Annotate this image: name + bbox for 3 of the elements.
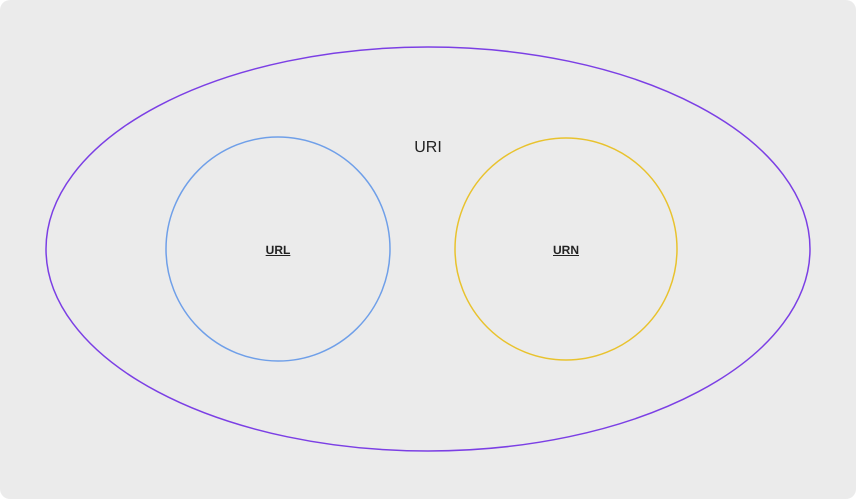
set-label: URN <box>553 243 579 257</box>
set-label: URL <box>266 243 290 257</box>
set-label: URI <box>414 139 442 157</box>
